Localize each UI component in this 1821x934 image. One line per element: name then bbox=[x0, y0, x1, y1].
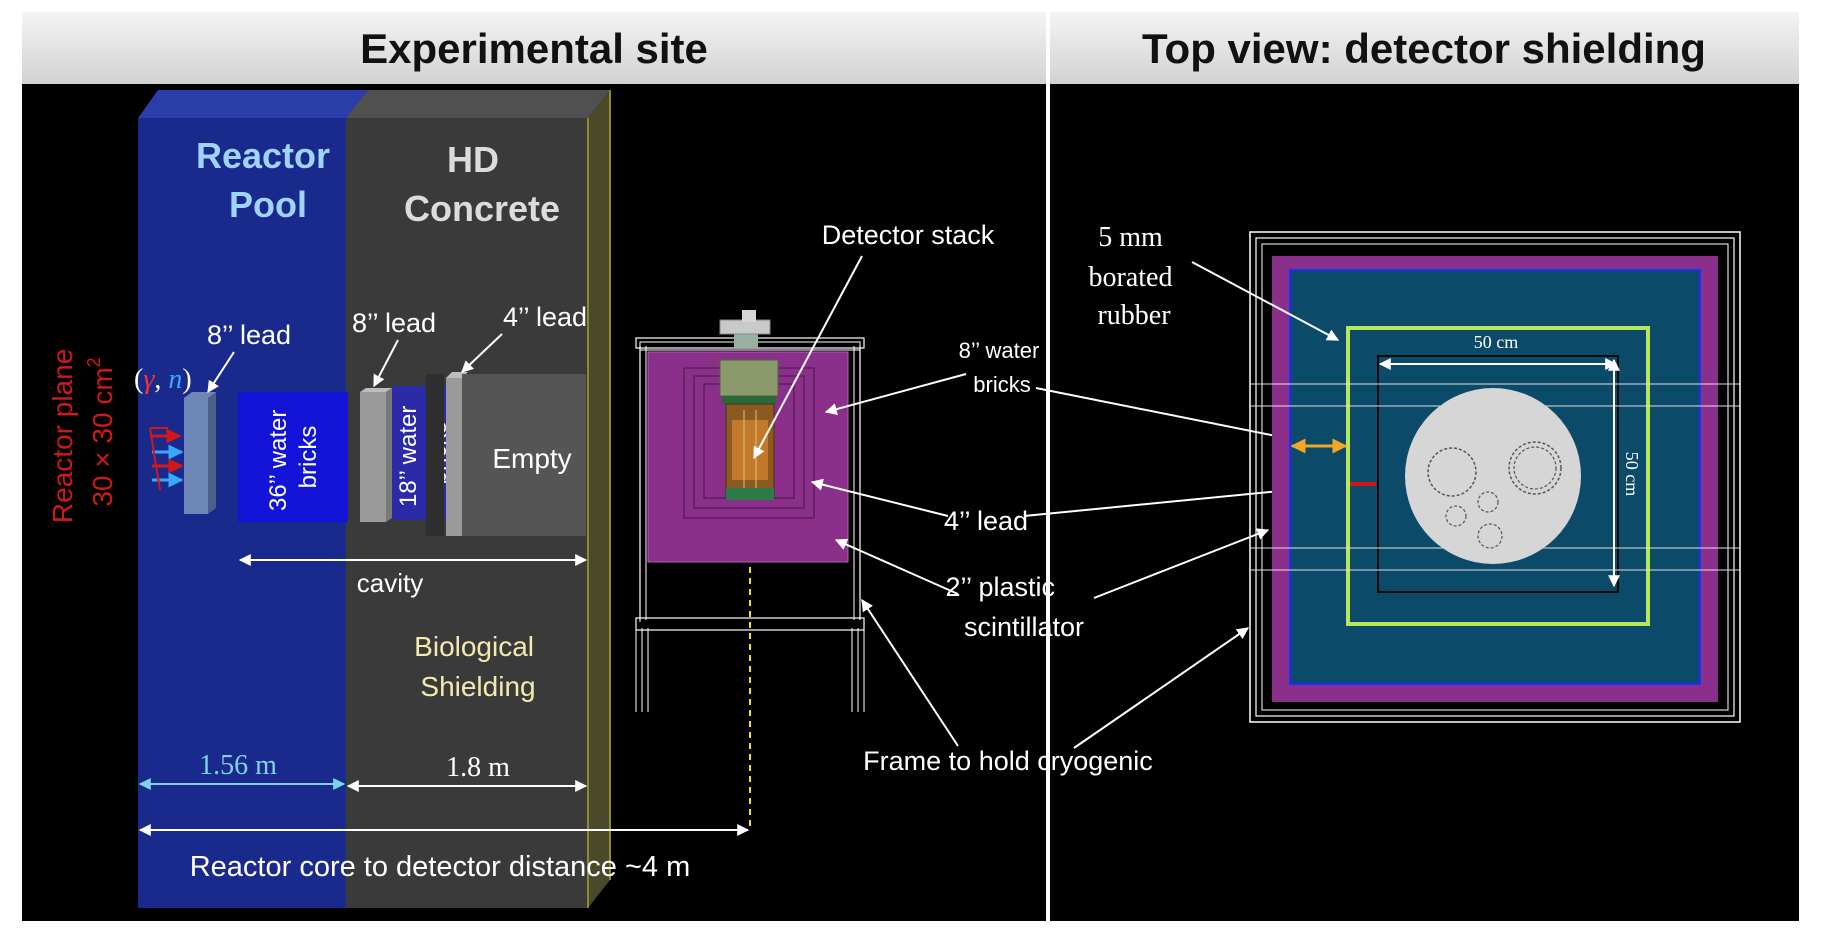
detector-stack-arrow bbox=[753, 255, 863, 460]
concrete-distance-label: 1.8 m bbox=[446, 752, 510, 783]
header-left-title: Experimental site bbox=[360, 25, 708, 72]
detector-stack-label: Detector stack bbox=[822, 220, 995, 250]
lead-8-arrow-a bbox=[207, 351, 235, 394]
water-bricks-8-arrow-topview bbox=[1035, 387, 1288, 442]
lead-4-detector-label: 4’’ lead bbox=[944, 506, 1028, 536]
lead-4-arrow bbox=[461, 333, 503, 373]
frame-arrow bbox=[861, 598, 959, 747]
lead-plate-3-shadow bbox=[426, 374, 444, 536]
borated-rubber-arrow bbox=[1191, 261, 1340, 341]
cavity-label: cavity bbox=[357, 568, 423, 598]
pool-distance-label: 1.56 m bbox=[199, 750, 277, 781]
plastic-topview-arrow bbox=[1093, 528, 1270, 599]
dim-vertical-label: 50 cm bbox=[1622, 452, 1642, 497]
core-distance-label: Reactor core to detector distance ~4 m bbox=[190, 851, 691, 883]
water-bricks-36 bbox=[238, 392, 348, 522]
source-arrows bbox=[149, 427, 184, 491]
reactor-plane-label: Reactor plane 30 × 30 cm2 bbox=[47, 341, 118, 523]
hd-concrete-label: HD Concrete bbox=[404, 139, 560, 229]
gamma-n-label: (γ, n) bbox=[134, 364, 192, 395]
header-left-bar bbox=[22, 12, 1046, 84]
empty-cavity-cube bbox=[462, 374, 586, 536]
lead-plate-2 bbox=[360, 388, 392, 522]
borated-rubber-label: 5 mm borated rubber bbox=[1089, 222, 1180, 331]
top-view-shielding bbox=[1249, 231, 1741, 723]
water-bricks-8-label: 8’’ water bricks bbox=[959, 338, 1046, 397]
water-bricks-8-arrow bbox=[824, 373, 967, 415]
biological-shielding-label: Biological Shielding bbox=[414, 631, 542, 702]
header-right-title: Top view: detector shielding bbox=[1142, 25, 1706, 72]
lead-8-arrow-b bbox=[373, 339, 399, 388]
plastic-scintillator-arrow bbox=[834, 538, 959, 595]
lead-4-detector-arrow bbox=[810, 478, 949, 517]
lead-8-label-b: 8’’ lead bbox=[352, 308, 436, 338]
header-right-bar bbox=[1050, 12, 1799, 84]
water-bricks-36-label: 36’’ water bricks bbox=[265, 403, 322, 511]
lead-8-label-a: 8’’ lead bbox=[207, 320, 291, 350]
lead-4-label: 4’’ lead bbox=[503, 302, 587, 332]
frame-topview-arrow bbox=[1073, 627, 1249, 749]
reactor-pool-label: Reactor Pool bbox=[196, 135, 340, 225]
dim-horizontal-label: 50 cm bbox=[1474, 332, 1519, 352]
empty-label: Empty bbox=[492, 443, 571, 474]
lead-plate-1 bbox=[184, 392, 216, 514]
frame-label: Frame to hold cryogenic bbox=[863, 746, 1153, 776]
plastic-scintillator-label: 2’’ plastic scintillator bbox=[945, 572, 1084, 642]
